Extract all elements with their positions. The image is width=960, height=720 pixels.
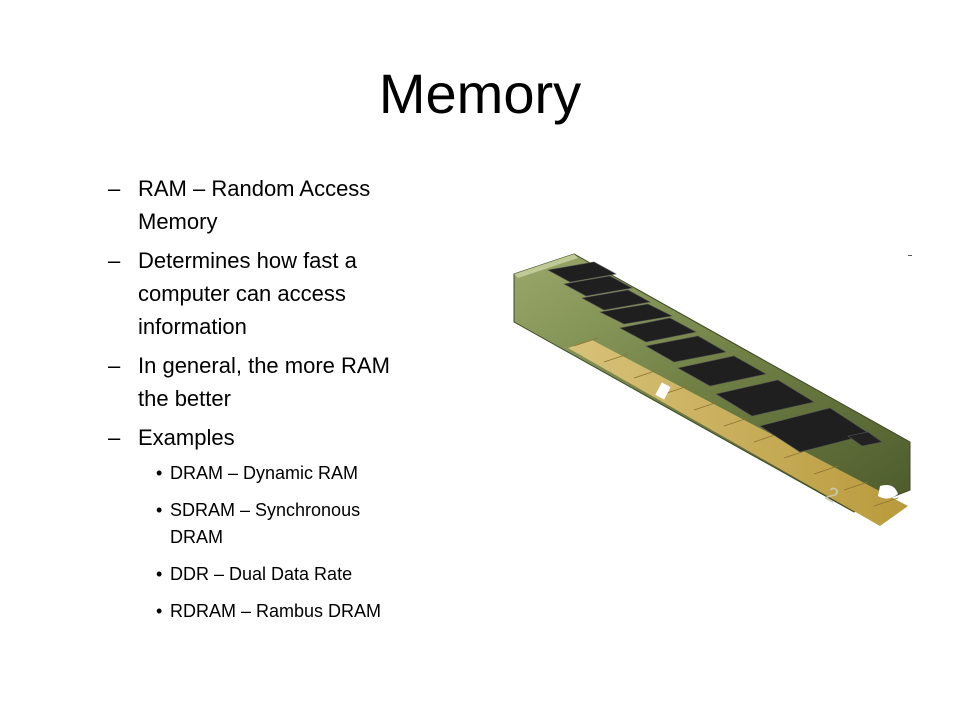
ram-module-icon: 2 [513, 253, 911, 526]
gold-contacts [568, 340, 908, 526]
bullet-item: – RAM – Random Access Memory [108, 172, 468, 238]
bullet-marker: • [156, 500, 163, 520]
bullet-marker: • [156, 564, 163, 584]
slide-title: Memory [378, 62, 582, 125]
bullet-line: In general, the more RAM [138, 353, 390, 378]
sub-bullet-line: DRAM – Dynamic RAM [170, 463, 359, 483]
bullet-marker: • [156, 601, 163, 621]
dash-marker: – [108, 248, 121, 273]
bullet-line: the better [138, 386, 231, 411]
bullet-item: – Determines how fast a computer can acc… [108, 244, 468, 343]
sub-bullet-line: SDRAM – Synchronous [170, 500, 361, 520]
bullet-item: – In general, the more RAM the better [108, 349, 468, 415]
sub-bullet-item: • DRAM – Dynamic RAM [108, 460, 468, 487]
memory-chips [547, 261, 871, 453]
sub-bullet-line: RDRAM – Rambus DRAM [170, 601, 382, 621]
bullet-line: Memory [138, 209, 218, 234]
bullet-line: Examples [138, 425, 235, 450]
sub-bullet-line: DDR – Dual Data Rate [170, 564, 353, 584]
stray-tick-mark [908, 255, 912, 256]
bullet-marker: • [156, 463, 163, 483]
bullet-list: – RAM – Random Access Memory – Determine… [108, 172, 468, 635]
bullet-line: computer can access [138, 281, 346, 306]
bullet-line: information [138, 314, 247, 339]
small-chip [847, 431, 883, 447]
sub-bullet-item: • DDR – Dual Data Rate [108, 561, 468, 588]
sub-bullet-item: • RDRAM – Rambus DRAM [108, 598, 468, 625]
dash-marker: – [108, 176, 121, 201]
dash-marker: – [108, 353, 121, 378]
sub-bullet-line: DRAM [170, 527, 223, 547]
bullet-line: Determines how fast a [138, 248, 357, 273]
bullet-item: – Examples [108, 421, 468, 454]
sub-bullet-item: • SDRAM – Synchronous DRAM [108, 497, 468, 551]
dash-marker: – [108, 425, 121, 450]
bullet-line: RAM – Random Access [138, 176, 371, 201]
contact-lines [573, 337, 899, 507]
